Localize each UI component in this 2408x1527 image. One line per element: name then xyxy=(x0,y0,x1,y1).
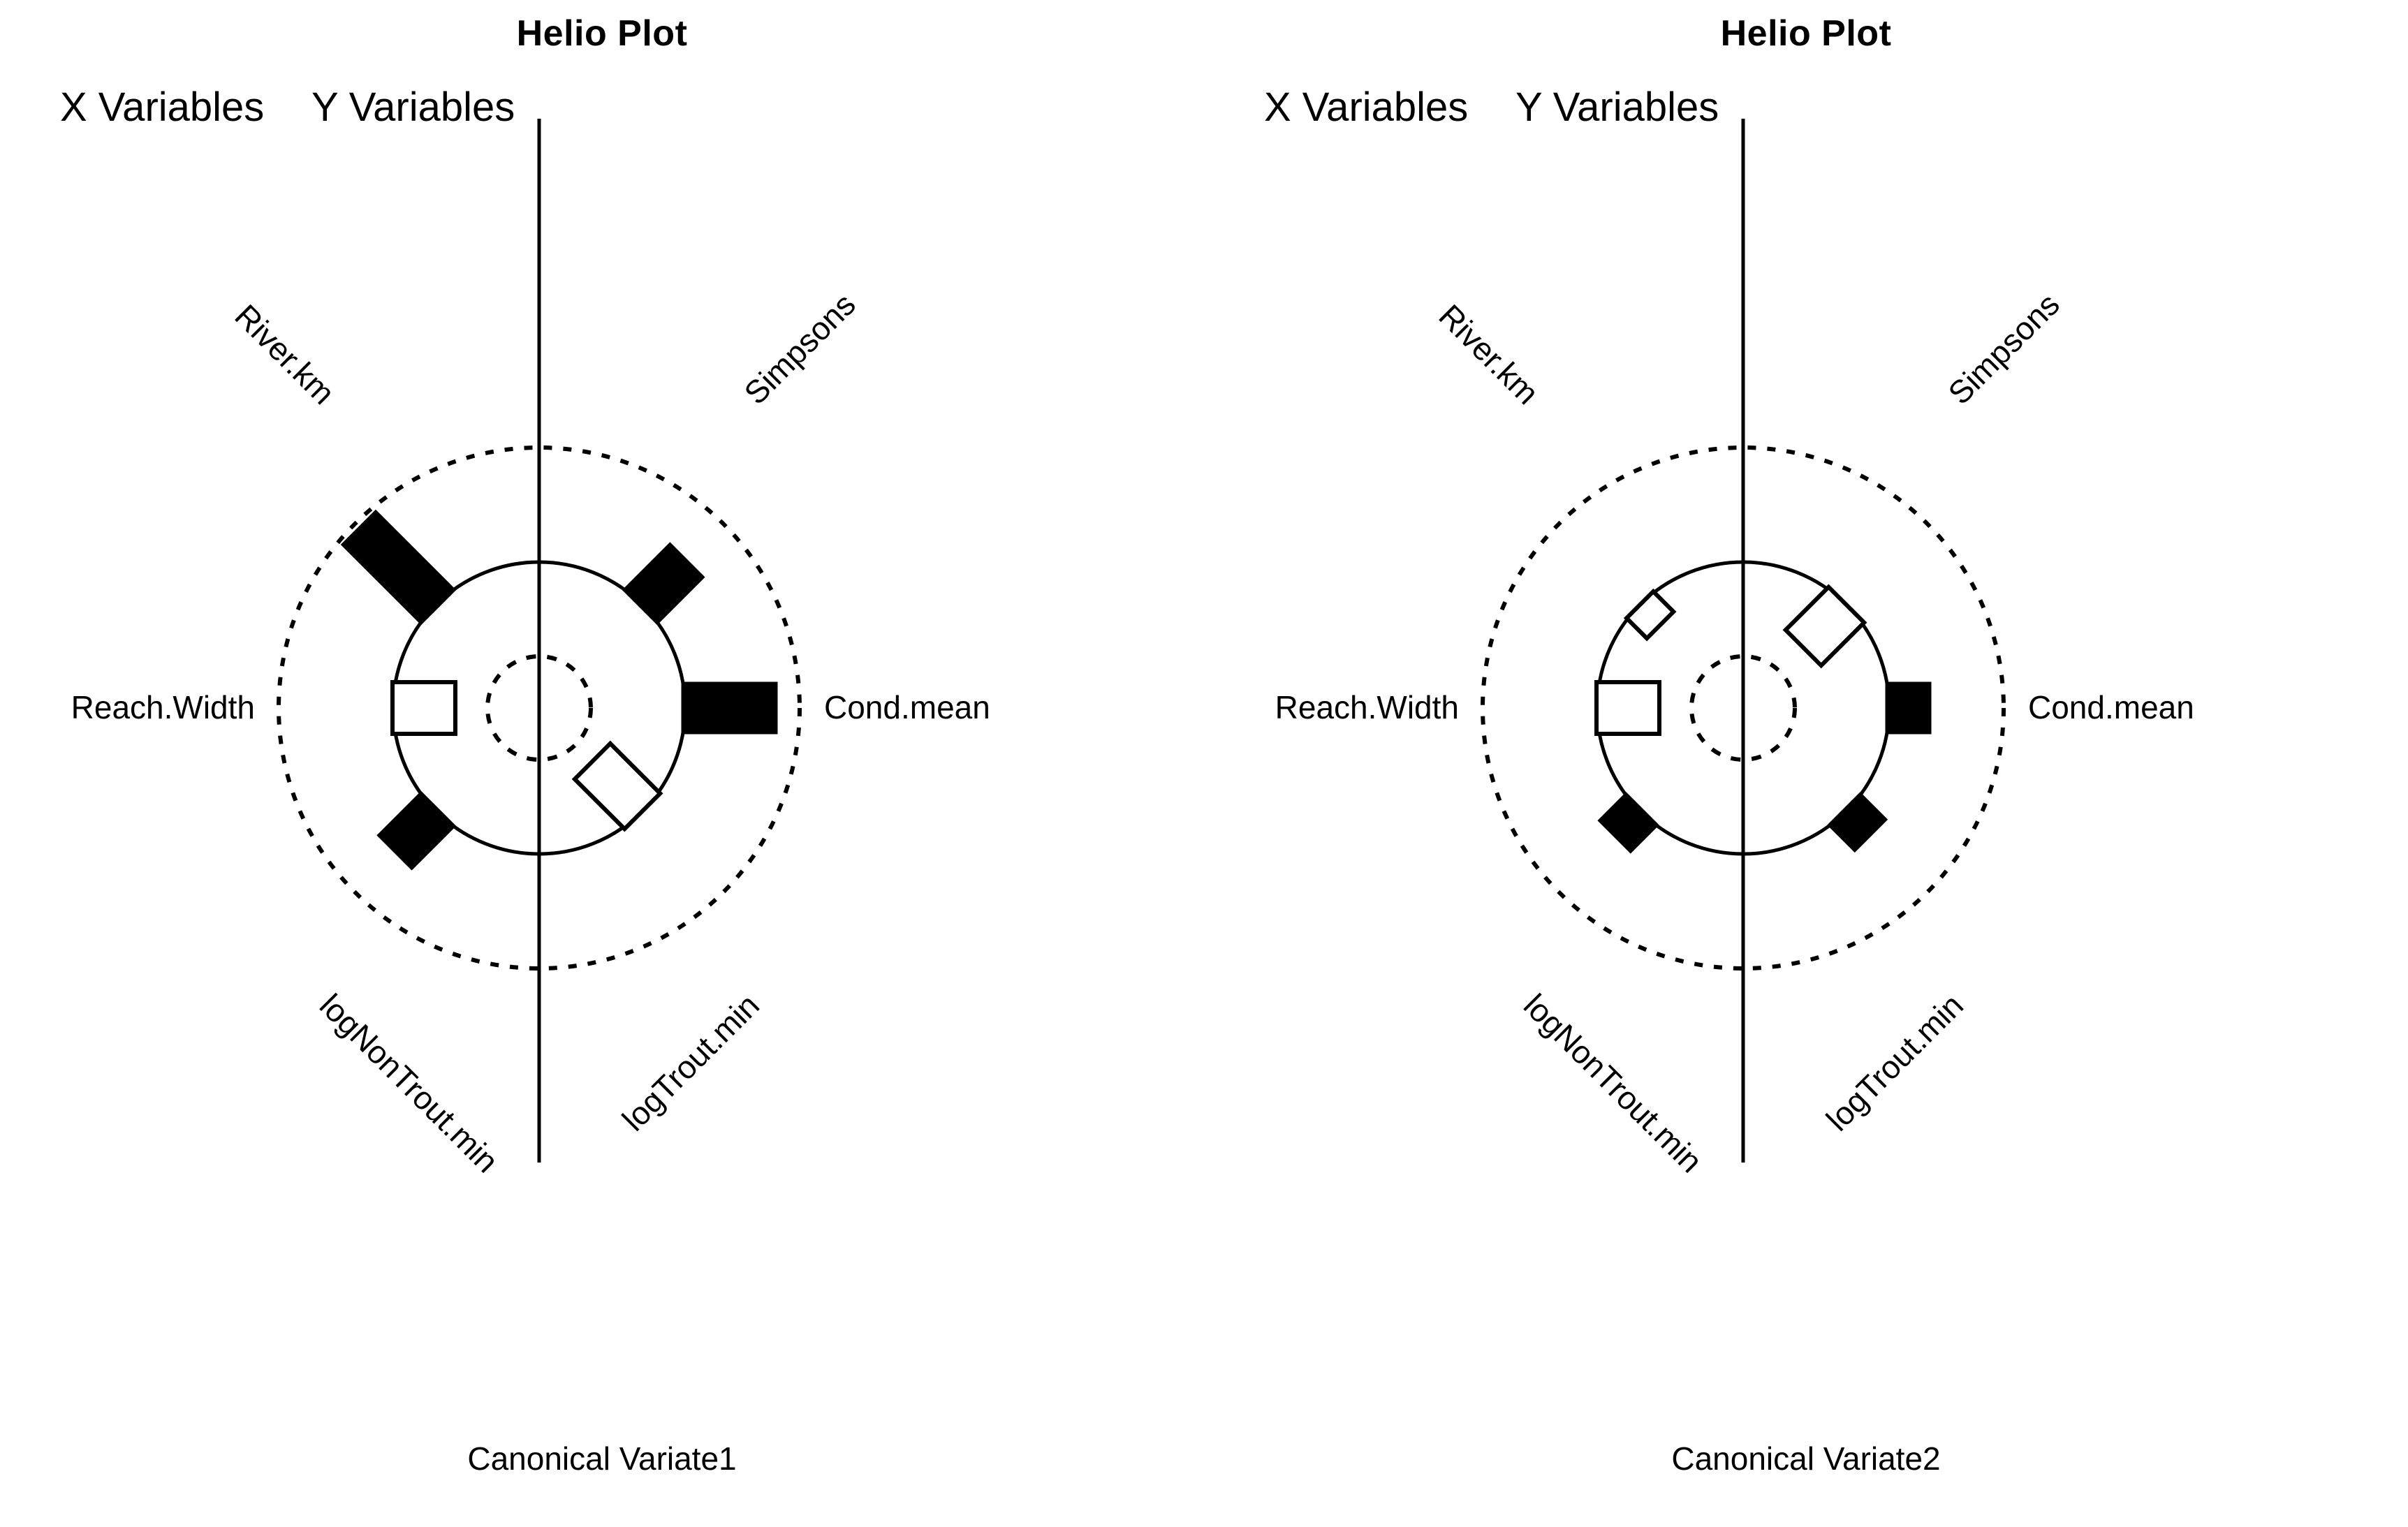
var-label-logtrout-min: logTrout.min xyxy=(1819,987,1970,1137)
bar-river-km xyxy=(340,509,457,626)
helio-diagram-2: River.km Simpsons Reach.Width Cond.mean … xyxy=(1275,119,2194,1179)
bar-rect xyxy=(1597,792,1659,854)
var-label-lognontrout-min: logNonTrout.min xyxy=(1517,987,1710,1179)
bar-cond-mean xyxy=(1885,681,1932,735)
bar-rect xyxy=(681,681,778,735)
panel-caption: Canonical Variate2 xyxy=(1671,1440,1941,1477)
bar-logtrout-min xyxy=(571,740,663,832)
bar-rect xyxy=(390,680,457,736)
bar-cond-mean xyxy=(681,681,778,735)
outer-dotted-ring xyxy=(1481,445,2006,971)
helio-panel-2: Helio Plot X Variables Y Variables xyxy=(1204,0,2408,1527)
inner-dotted-ring xyxy=(485,654,593,762)
bar-rect xyxy=(1885,681,1932,735)
bar-logtrout-min xyxy=(1827,792,1888,853)
var-label-reach-width: Reach.Width xyxy=(1275,689,1459,725)
var-label-river-km: River.km xyxy=(1432,297,1546,411)
plot-title: Helio Plot xyxy=(516,13,688,54)
plot-title: Helio Plot xyxy=(1720,13,1892,54)
var-label-lognontrout-min: logNonTrout.min xyxy=(313,987,506,1179)
panel-caption: Canonical Variate1 xyxy=(467,1440,737,1477)
outer-dotted-ring xyxy=(277,445,802,971)
bar-simpsons xyxy=(1782,584,1867,669)
var-label-reach-width: Reach.Width xyxy=(71,689,255,725)
inner-dotted-ring xyxy=(1689,654,1797,762)
bar-lognontrout-min xyxy=(376,790,457,871)
helio-diagram-1: River.km Simpsons Reach.Width Cond.mean … xyxy=(71,119,990,1179)
bar-rect xyxy=(571,740,663,832)
helio-panel-1: Helio Plot X Variables Y Variables xyxy=(60,13,990,1477)
y-variables-heading: Y Variables xyxy=(1515,84,1719,130)
bar-rect xyxy=(1782,584,1867,669)
bar-rect xyxy=(1594,680,1661,736)
y-variables-heading: Y Variables xyxy=(311,84,515,130)
x-variables-heading: X Variables xyxy=(1264,84,1469,130)
var-label-simpsons: Simpsons xyxy=(1941,286,2066,411)
bar-lognontrout-min xyxy=(1597,792,1659,854)
bar-simpsons xyxy=(622,542,705,626)
var-label-cond-mean: Cond.mean xyxy=(824,689,990,725)
bar-river-km xyxy=(1623,588,1677,642)
bar-rect xyxy=(376,790,457,871)
bar-rect xyxy=(622,542,705,626)
var-label-cond-mean: Cond.mean xyxy=(2028,689,2194,725)
bar-rect xyxy=(1827,792,1888,853)
var-label-logtrout-min: logTrout.min xyxy=(615,987,766,1137)
x-variables-heading: X Variables xyxy=(60,84,265,130)
bar-rect xyxy=(340,509,457,626)
bar-rect xyxy=(1623,588,1677,642)
bar-reach-width xyxy=(1594,680,1661,736)
var-label-simpsons: Simpsons xyxy=(737,286,862,411)
var-label-river-km: River.km xyxy=(228,297,342,411)
bar-reach-width xyxy=(390,680,457,736)
